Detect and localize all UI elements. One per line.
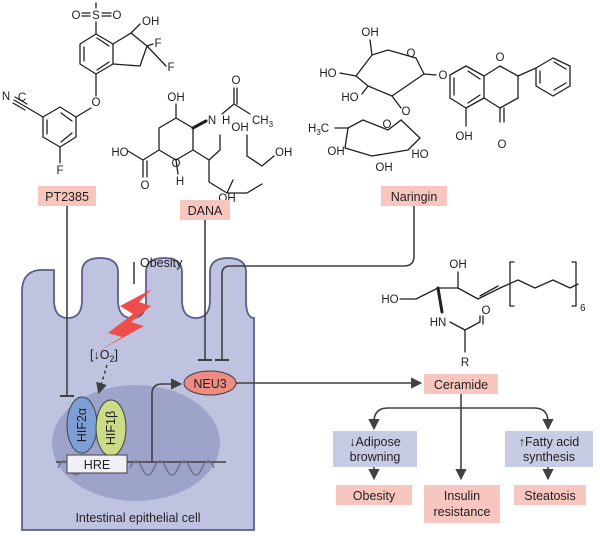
naringin-h3c-h: H xyxy=(308,123,316,135)
ceramide-structure: OH 6 HO HN O R xyxy=(381,259,586,369)
dana-atom-h-bottom: H xyxy=(176,176,184,188)
pt2385-box xyxy=(38,186,96,206)
pt2385-atom-s: S xyxy=(92,10,100,22)
naringin-label: Naringin xyxy=(391,190,438,204)
outcome-insulin-line1: Insulin xyxy=(444,489,480,503)
dana-atom-oh-side: OH xyxy=(275,147,292,159)
dana-atom-ch3: CH3 xyxy=(252,115,274,129)
ceramide-atom-o: O xyxy=(482,305,491,317)
adipose-browning-line2: browning xyxy=(350,450,401,464)
outcome-steatosis-label: Steatosis xyxy=(524,489,575,503)
naringin-h3c-c: C xyxy=(321,123,329,135)
naringin-atom-o1: O xyxy=(407,48,416,60)
pt2385-atom-f2: F xyxy=(167,62,174,74)
pt2385-atom-o1: O xyxy=(72,10,81,22)
fatty-acid-synthesis-line2: synthesis xyxy=(523,450,575,464)
obesity-signal: Obesity xyxy=(97,256,183,352)
pt2385-atom-n: N xyxy=(2,91,10,103)
dana-atom-oh-right: OH xyxy=(231,122,248,134)
pt2385-structure: S O O OH F F O N C F xyxy=(2,2,175,177)
outcome-steatosis-box xyxy=(514,485,586,505)
pt2385-atom-o2: O xyxy=(113,10,122,22)
fatty-acid-synthesis-box xyxy=(505,431,593,467)
ceramide-subscript-6: 6 xyxy=(580,303,586,314)
dana-atom-oh-top: OH xyxy=(167,92,184,104)
adipose-browning-box xyxy=(333,431,417,467)
naringin-inhibition-line xyxy=(221,206,415,360)
ceramide-label: Ceramide xyxy=(434,378,488,392)
fatty-acid-synthesis-line1: ↑Fatty acid xyxy=(519,435,579,449)
dana-box xyxy=(180,200,230,220)
pt2385-atom-f3: F xyxy=(56,165,63,177)
dana-atom-o-acid: O xyxy=(141,180,150,192)
naringin-atom-ho2: HO xyxy=(341,92,358,104)
naringin-atom-o-keto: O xyxy=(498,139,507,151)
dana-atom-nh: N xyxy=(208,115,216,127)
hypoxia-arrow xyxy=(96,364,108,395)
naringin-atom-o2: O xyxy=(402,106,411,118)
dana-ch3-main: CH xyxy=(252,115,269,127)
hypoxia-prefix: [↓O xyxy=(90,348,110,362)
obesity-signal-label: Obesity xyxy=(140,256,183,270)
ceramide-box xyxy=(424,374,498,394)
dana-label: DANA xyxy=(188,204,223,218)
naringin-atom-oh-flav: OH xyxy=(455,131,472,143)
naringin-structure: OH O HO HO O O O H3C OH OH HO O O OH xyxy=(308,27,571,174)
hypoxia-suffix: ] xyxy=(114,348,117,362)
pt2385-atom-oh: OH xyxy=(142,16,159,28)
outcome-obesity-label: Obesity xyxy=(353,489,396,503)
hypoxia-subscript: 2 xyxy=(109,354,114,364)
pt2385-atom-c: C xyxy=(18,92,26,104)
pt2385-atom-o-ether: O xyxy=(92,97,101,109)
naringin-box xyxy=(381,186,447,206)
naringin-atom-oh-b2: OH xyxy=(375,162,392,174)
outcome-obesity-box xyxy=(336,485,412,505)
lightning-bolt-icon xyxy=(97,289,152,352)
naringin-atom-o3: O xyxy=(439,70,448,82)
adipose-browning-line1: ↓Adipose xyxy=(349,435,400,449)
naringin-h3c-sub: 3 xyxy=(316,128,321,137)
dana-atom-h-nh: H xyxy=(222,115,230,127)
dana-atom-o-acyl: O xyxy=(232,75,241,87)
naringin-atom-h3c: H3C xyxy=(308,123,329,137)
hre-box xyxy=(66,454,128,474)
ceramide-atom-hn: HN xyxy=(430,317,447,329)
naringin-atom-ho3: HO xyxy=(411,149,428,161)
pt2385-label: PT2385 xyxy=(45,190,89,204)
outcome-insulin-box xyxy=(424,485,500,523)
naringin-atom-oh-b1: OH xyxy=(327,146,344,158)
hre-label: HRE xyxy=(84,458,110,472)
dana-ch3-sub: 3 xyxy=(269,120,274,129)
pt2385-atom-f1: F xyxy=(154,38,161,50)
naringin-atom-o5: O xyxy=(496,52,505,64)
hre-to-neu3-arrow xyxy=(151,378,183,462)
outcome-insulin-line2: resistance xyxy=(434,505,491,519)
hypoxia-label: [↓O2] xyxy=(90,348,118,364)
naringin-atom-ho1: HO xyxy=(319,68,336,80)
neu3-label: NEU3 xyxy=(193,377,226,391)
ceramide-atom-oh: OH xyxy=(449,259,466,271)
ceramide-atom-r: R xyxy=(461,357,469,369)
ceramide-atom-ho: HO xyxy=(381,294,398,306)
hif2a-label: HIF2α xyxy=(75,408,89,442)
naringin-atom-o4: O xyxy=(383,119,392,131)
hif1b-label: HIF1β xyxy=(104,411,118,445)
naringin-atom-oh1: OH xyxy=(361,27,378,39)
dana-atom-ho: HO xyxy=(111,147,128,159)
cell-caption: Intestinal epithelial cell xyxy=(75,511,200,525)
dana-structure: OH O N H O CH3 OH OH H OH HO O xyxy=(111,75,292,205)
